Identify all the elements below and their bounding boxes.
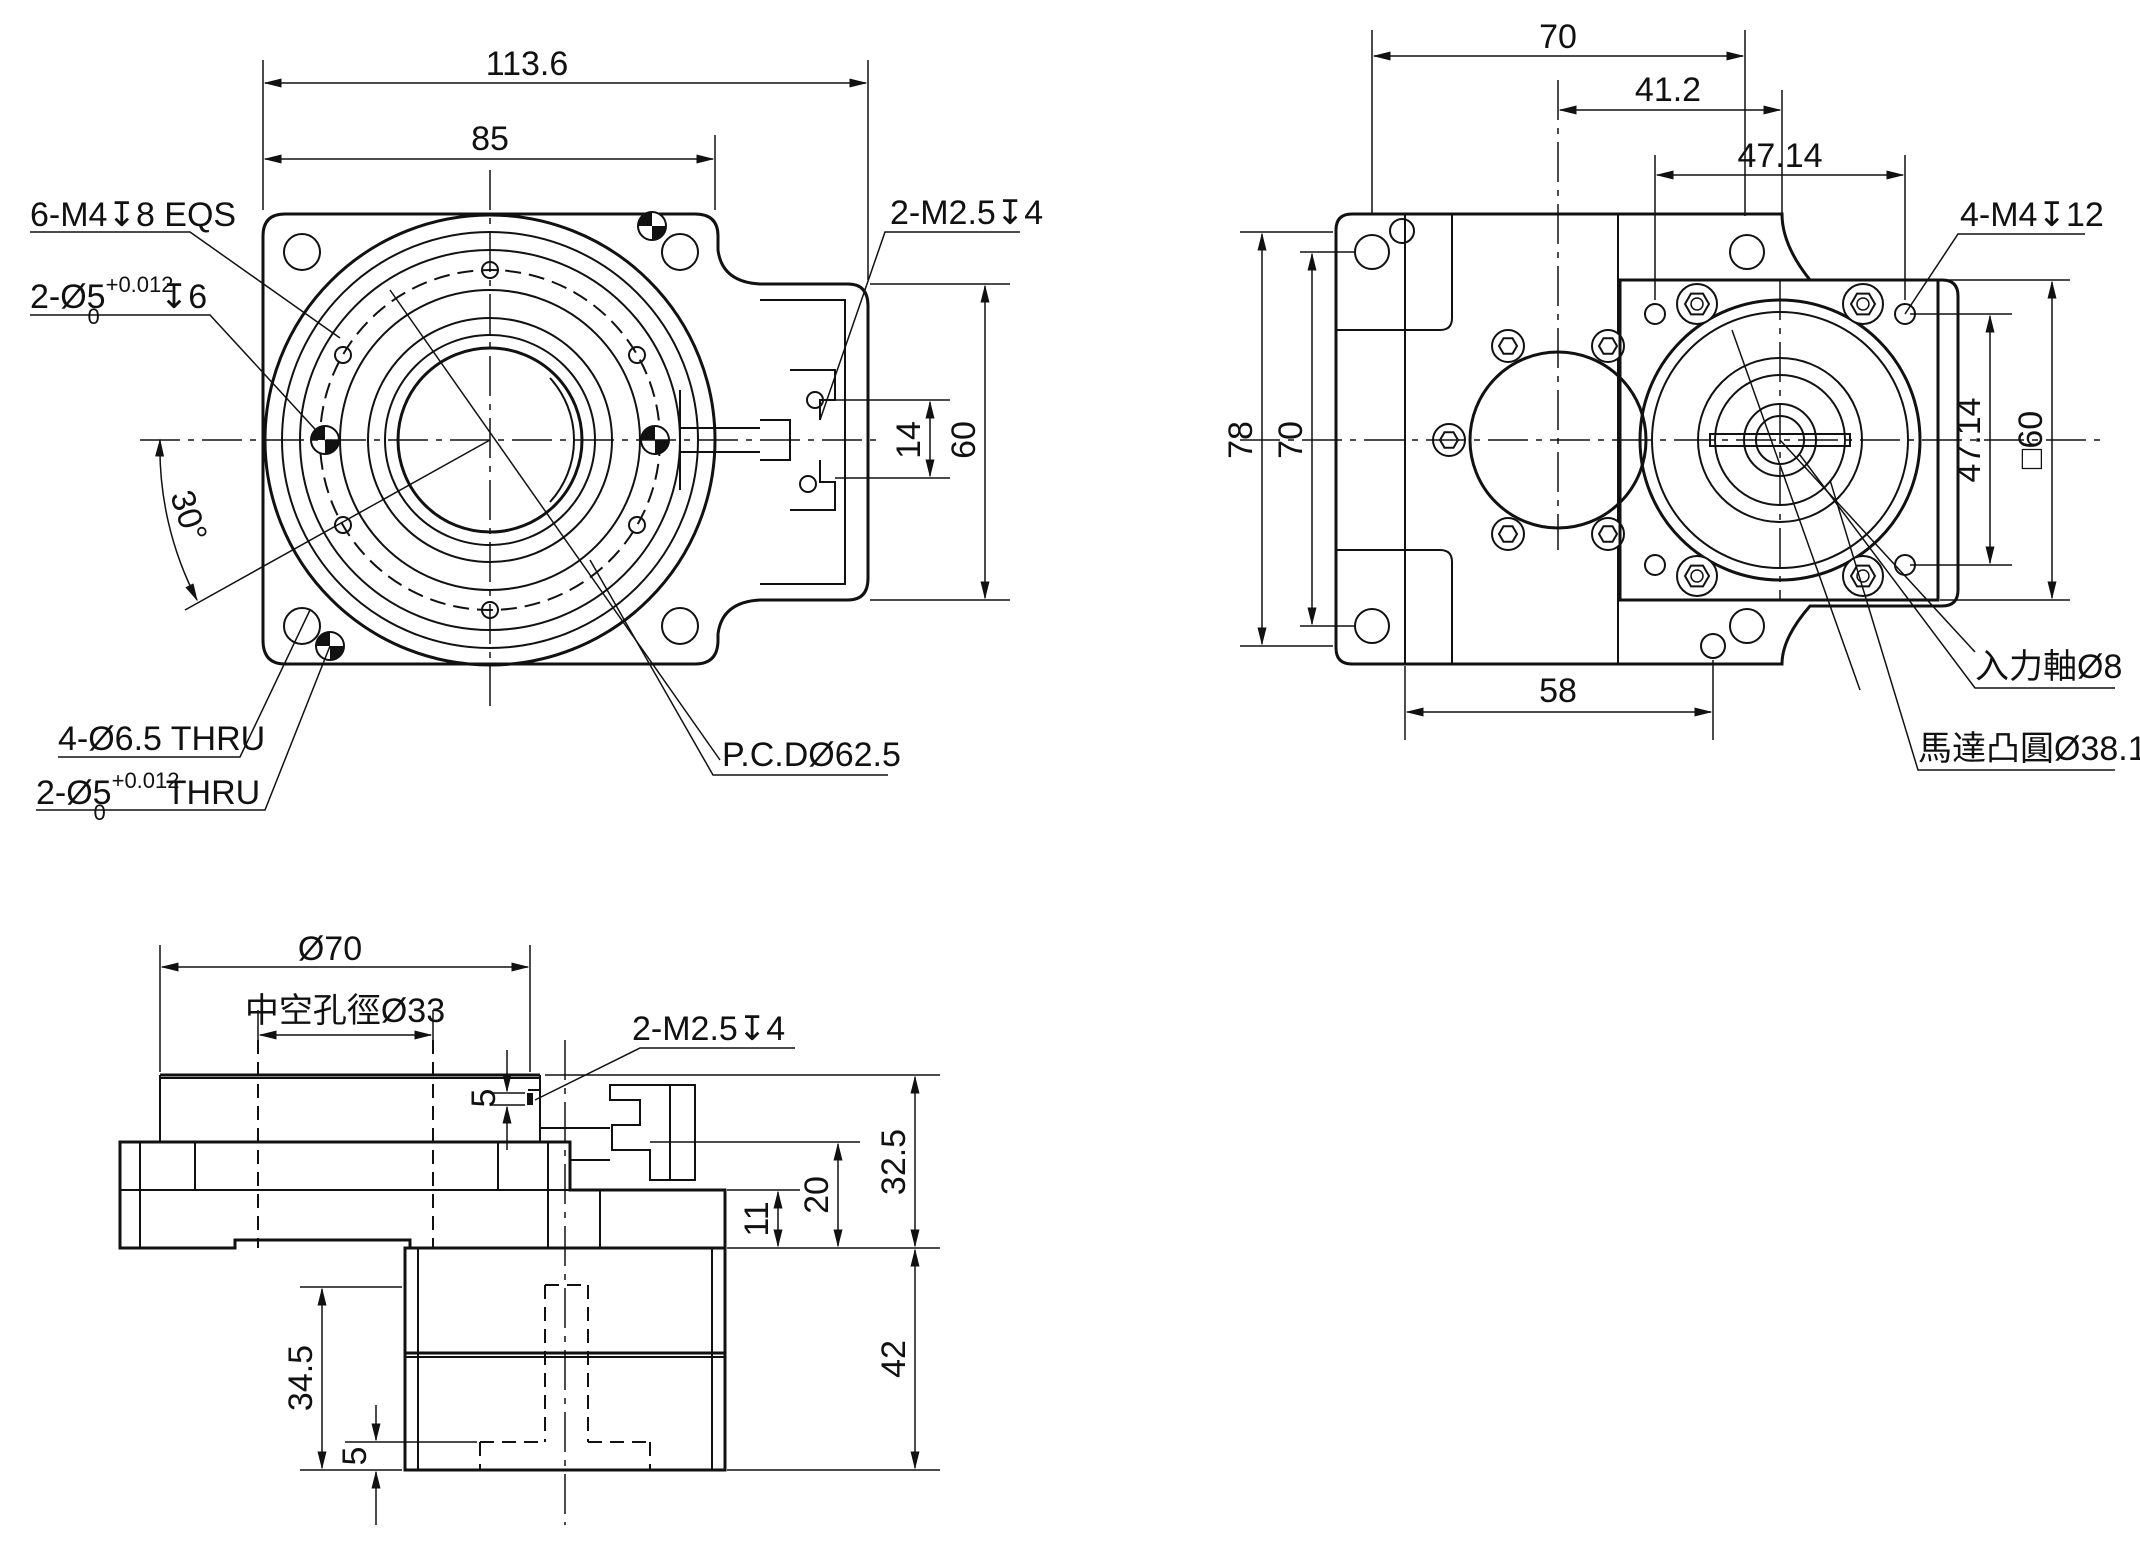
dim-dia-70: Ø70 — [298, 930, 362, 968]
dim-square-60: □60 — [2012, 411, 2050, 469]
right-view: 70 41.2 47.14 78 70 47.14 □60 58 4-M4↧12… — [1222, 18, 2140, 771]
dim-32-5: 32.5 — [875, 1129, 913, 1195]
dim-70: 70 — [1539, 18, 1577, 56]
front-view: Ø70 中空孔徑Ø33 2-M2.5↧4 5 32.5 20 11 42 34.… — [118, 930, 940, 1525]
dim-47-14-top: 47.14 — [1737, 137, 1822, 175]
dim-42: 42 — [875, 1340, 913, 1378]
callout-m4-eqs: 6-M4↧8 EQS — [30, 196, 236, 234]
callout-m25-top: 2-M2.5↧4 — [890, 194, 1043, 232]
dim-5-top: 5 — [465, 1089, 503, 1108]
dim-height-14: 14 — [890, 421, 928, 459]
dim-41-2: 41.2 — [1635, 71, 1701, 109]
callout-thru: 4-Ø6.5 THRU — [58, 720, 265, 758]
callout-input-shaft: 入力軸Ø8 — [1975, 648, 2122, 686]
dim-hollow-bore: 中空孔徑Ø33 — [245, 992, 445, 1030]
dim-height-60: 60 — [945, 421, 983, 459]
angle-label: 30° — [162, 486, 214, 547]
callout-m4-12: 4-M4↧12 — [1960, 196, 2104, 234]
dim-11: 11 — [738, 1201, 776, 1236]
dim-5-bottom: 5 — [336, 1447, 374, 1466]
callout-m25-front: 2-M2.5↧4 — [632, 1010, 785, 1048]
top-view-housing-outline — [261, 212, 870, 666]
callout-pcd: P.C.DØ62.5 — [722, 736, 901, 774]
dim-width-body: 85 — [471, 120, 509, 158]
dim-58: 58 — [1539, 672, 1577, 710]
dim-70-vertical: 70 — [1272, 421, 1310, 459]
dim-width-total: 113.6 — [486, 45, 569, 83]
dim-34-5: 34.5 — [282, 1345, 320, 1411]
callout-motor-boss: 馬達凸圓Ø38.1 — [1918, 730, 2140, 768]
dim-20: 20 — [798, 1176, 836, 1214]
dim-78: 78 — [1222, 421, 1260, 459]
dim-47-14-vertical: 47.14 — [1950, 397, 1988, 482]
top-view: 113.6 85 14 60 30° 6-M4↧8 EQS 2-Ø5+0.012… — [30, 45, 1043, 825]
